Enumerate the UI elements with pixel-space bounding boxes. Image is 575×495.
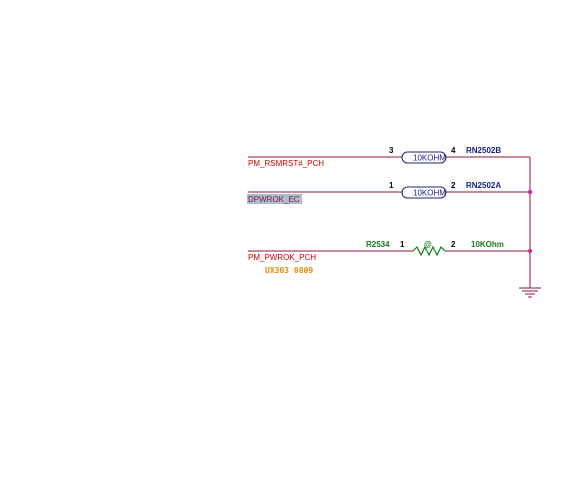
rn2502a-ref: RN2502A — [466, 181, 501, 190]
rn2502a-pin-right: 2 — [451, 181, 456, 190]
r2534-marker: @ — [424, 240, 432, 249]
net-label-dpwrok[interactable]: DPWROK_EC — [248, 195, 300, 204]
net-label-rsmrst[interactable]: PM_RSMRST#_PCH — [248, 159, 324, 168]
rn2502b-pin-right: 4 — [451, 146, 456, 155]
rn2502b-pin-left: 3 — [389, 146, 394, 155]
net-label-pwrok[interactable]: PM_PWROK_PCH — [248, 253, 316, 262]
ground-icon — [519, 287, 541, 298]
r2534-ref: R2534 — [366, 240, 390, 249]
junction-dot-top — [528, 190, 532, 194]
r2534-pin-right: 2 — [451, 240, 456, 249]
rn2502a-value: 10KOHM — [413, 189, 446, 198]
r2534-pin-left: 1 — [400, 240, 405, 249]
r2534-resistor-zigzag[interactable] — [412, 245, 446, 257]
rn2502a-pin-left: 1 — [389, 181, 394, 190]
rn2502b-value: 10KOHM — [413, 154, 446, 163]
board-annotation: UX303 0809 — [265, 266, 313, 275]
net-label-highlight — [247, 194, 302, 204]
junction-dot-bottom — [528, 249, 532, 253]
r2534-value: 10KOhm — [471, 240, 504, 249]
rn2502b-ref: RN2502B — [466, 146, 501, 155]
